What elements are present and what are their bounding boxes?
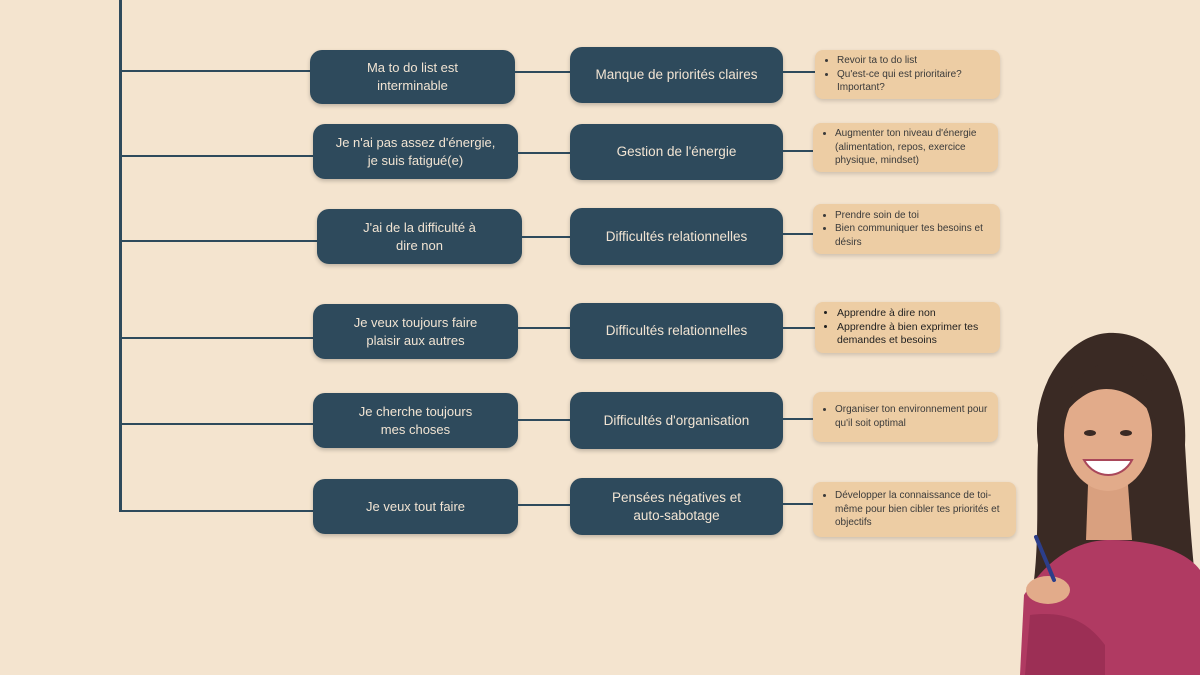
tips-note: Organiser ton environnement pour qu'il s… <box>813 392 998 442</box>
cause-box: Difficultés relationnelles <box>570 208 783 265</box>
cause-box: Gestion de l'énergie <box>570 124 783 180</box>
connector-line <box>518 504 570 506</box>
tip-item: Développer la connaissance de toi-même p… <box>835 489 1010 530</box>
connector-line <box>783 503 813 505</box>
cause-box: Pensées négatives et auto-sabotage <box>570 478 783 535</box>
branch-line <box>121 510 314 512</box>
situation-box: Je veux tout faire <box>313 479 518 534</box>
tip-item: Revoir ta to do list <box>837 54 994 68</box>
connector-line <box>522 236 570 238</box>
branch-line <box>121 240 318 242</box>
cause-box: Manque de priorités claires <box>570 47 783 103</box>
tips-note: Apprendre à dire non Apprendre à bien ex… <box>815 302 1000 353</box>
tips-note: Revoir ta to do list Qu'est-ce qui est p… <box>815 50 1000 99</box>
tip-item: Prendre soin de toi <box>835 209 994 223</box>
tip-item: Bien communiquer tes besoins et désirs <box>835 222 994 249</box>
connector-line <box>783 150 813 152</box>
situation-box: Ma to do list est interminable <box>310 50 515 104</box>
situation-box: Je n'ai pas assez d'énergie, je suis fat… <box>313 124 518 179</box>
connector-line <box>783 71 815 73</box>
branch-line <box>121 337 314 339</box>
connector-line <box>515 71 570 73</box>
situation-box: J'ai de la difficulté à dire non <box>317 209 522 264</box>
connector-line <box>518 419 570 421</box>
connector-line <box>518 152 570 154</box>
tip-item: Augmenter ton niveau d'énergie (alimenta… <box>835 127 992 168</box>
tip-item: Apprendre à bien exprimer tes demandes e… <box>837 321 994 348</box>
situation-box: Je cherche toujours mes choses <box>313 393 518 448</box>
branch-line <box>121 155 314 157</box>
cause-box: Difficultés d'organisation <box>570 392 783 449</box>
tips-note: Développer la connaissance de toi-même p… <box>813 482 1016 537</box>
connector-line <box>518 327 570 329</box>
branch-line <box>121 423 314 425</box>
branch-line <box>121 70 311 72</box>
tip-item: Organiser ton environnement pour qu'il s… <box>835 403 992 430</box>
connector-line <box>783 233 813 235</box>
tip-item: Apprendre à dire non <box>837 307 994 321</box>
tips-note: Prendre soin de toi Bien communiquer tes… <box>813 204 1000 254</box>
woman-portrait-photo <box>1020 332 1200 675</box>
cause-box: Difficultés relationnelles <box>570 303 783 359</box>
tips-note: Augmenter ton niveau d'énergie (alimenta… <box>813 123 998 172</box>
tip-item: Qu'est-ce qui est prioritaire? Important… <box>837 68 994 95</box>
trunk-line <box>119 0 122 512</box>
situation-box: Je veux toujours faire plaisir aux autre… <box>313 304 518 359</box>
connector-line <box>783 327 815 329</box>
connector-line <box>783 418 813 420</box>
